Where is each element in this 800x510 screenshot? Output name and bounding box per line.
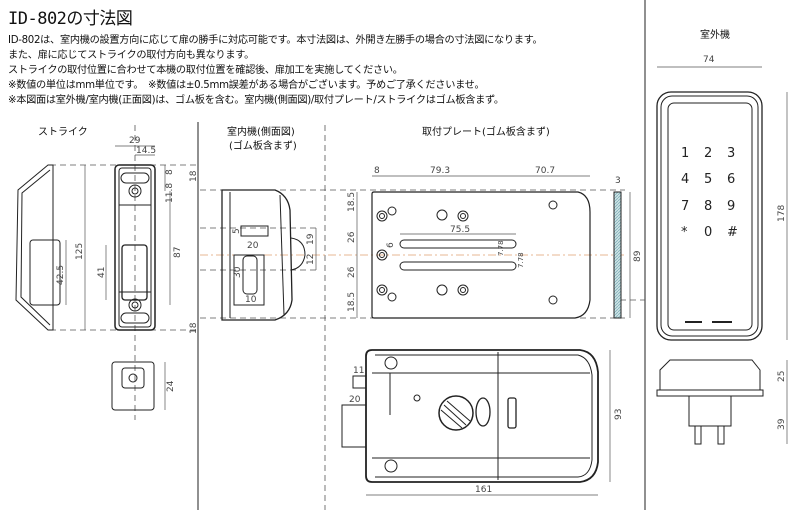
dim-label: 7.78 — [517, 252, 525, 268]
page-title: ID-802の寸法図 — [8, 9, 133, 29]
note-line: ID-802は、室内機の設置方向に応じて扉の勝手に対応可能です。本寸法図は、外開… — [8, 35, 543, 46]
dim-label: 3 — [615, 176, 621, 186]
keypad-key: 1 — [681, 146, 689, 161]
outdoor-unit-front-view — [656, 91, 763, 341]
dim-label: 6 — [386, 242, 396, 248]
dim-label: 18.5 — [347, 292, 357, 312]
dim-label: 26 — [347, 231, 357, 243]
keypad-key: 5 — [704, 172, 712, 187]
keypad-key: # — [727, 225, 738, 240]
dim-label: 14.5 — [136, 146, 156, 156]
dim-label: 24 — [166, 380, 176, 392]
dim-label: 178 — [777, 205, 787, 222]
dim-label: 5 — [232, 228, 242, 234]
dim-label: 30 — [233, 266, 243, 278]
dim-label: 39 — [777, 418, 787, 430]
dim-label: 41 — [97, 267, 107, 278]
mounting-plate — [371, 191, 622, 319]
note-line: また、扉に応じてストライクの取付方向も異なります。 — [8, 50, 254, 61]
keypad-key: 2 — [704, 146, 712, 161]
dim-label: 8 — [165, 169, 175, 175]
dim-label: 20 — [349, 395, 361, 405]
dim-label: 18.5 — [347, 192, 357, 212]
strike-front — [114, 164, 156, 331]
dim-label: 29 — [129, 136, 141, 146]
dim-label: 20 — [247, 241, 259, 251]
section-label-plate: 取付プレート(ゴム板含まず) — [422, 125, 550, 138]
dim-label: 87 — [173, 247, 183, 258]
note-line: ※本図面は室外機/室内機(正面図)は、ゴム板を含む。室内機(側面図)/取付プレー… — [8, 95, 504, 106]
keypad-key: * — [681, 225, 688, 240]
dim-label: 11 — [353, 366, 364, 376]
section-label-indoor-side: 室内機(側面図) — [227, 125, 295, 138]
indoor-unit-side-view — [221, 189, 306, 321]
keypad-key: 3 — [727, 146, 735, 161]
dim-label: 93 — [614, 409, 624, 420]
dim-label: 12 — [306, 254, 316, 265]
keypad: 1 2 3 4 5 6 7 8 9 * 0 # — [681, 146, 738, 240]
keypad-key: 9 — [727, 199, 735, 214]
strike-side-profile — [15, 164, 61, 331]
dim-label: 25 — [777, 371, 787, 382]
dim-label: 75.5 — [450, 225, 470, 235]
dim-label: 89 — [633, 250, 643, 262]
dim-label: 26 — [347, 266, 357, 278]
dim-label: 79.3 — [430, 166, 450, 176]
dim-label: 18 — [189, 322, 199, 334]
section-label-outdoor: 室外機 — [700, 28, 730, 41]
dim-label: 42.5 — [56, 265, 66, 285]
dim-label: 7.78 — [497, 240, 505, 256]
strike-bottom-view — [111, 361, 155, 411]
dim-label: 18 — [189, 170, 199, 182]
keypad-key: 7 — [681, 199, 689, 214]
keypad-key: 4 — [681, 172, 689, 187]
section-label-strike: ストライク — [38, 126, 88, 138]
keypad-key: 8 — [704, 199, 712, 214]
dim-label: 70.7 — [535, 166, 555, 176]
note-line: ※数値の単位はmm単位です。 ※数値は±0.5mm誤差がある場合がございます。予… — [8, 80, 485, 91]
dim-label: 125 — [75, 243, 85, 260]
dim-label: 19 — [306, 233, 316, 245]
indoor-unit-front-view — [341, 349, 599, 483]
note-line: ストライクの取付位置に合わせて本機の取付位置を確認後、扉加工を実施してください。 — [8, 65, 403, 76]
keypad-key: 0 — [704, 225, 712, 240]
dim-label: 74 — [703, 55, 715, 65]
dimension-lines — [65, 66, 788, 496]
dim-label: 10 — [245, 295, 257, 305]
dim-label: 161 — [475, 485, 492, 495]
dim-label: 8 — [374, 166, 380, 176]
outdoor-unit-side-view — [656, 359, 764, 445]
keypad-key: 6 — [727, 172, 735, 187]
section-label-indoor-side-sub: (ゴム板含まず) — [229, 139, 297, 152]
dim-label: 11.8 — [165, 183, 175, 203]
